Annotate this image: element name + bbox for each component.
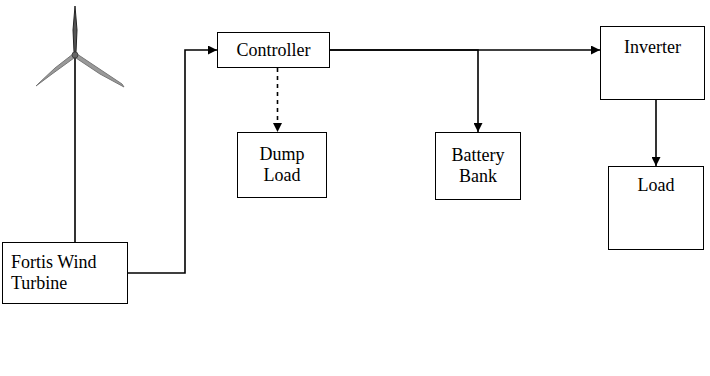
turbine-mast (74, 52, 76, 242)
turbine-figure (36, 6, 124, 242)
flow-arrow (330, 50, 478, 132)
box-label: Load (638, 175, 675, 196)
turbine-hub (72, 52, 78, 58)
process-box: Load (608, 166, 704, 250)
process-box: Controller (217, 32, 330, 68)
process-box: Inverter (600, 26, 705, 100)
process-box: Battery Bank (435, 132, 521, 200)
box-label: Battery Bank (442, 145, 514, 186)
turbine-blade (73, 6, 77, 52)
flow-arrow (277, 68, 279, 132)
turbine-blade (36, 54, 74, 86)
flow-arrow (655, 100, 657, 166)
box-label: Fortis Wind Turbine (11, 252, 119, 293)
flow-arrow (330, 49, 600, 51)
box-label: Dump Load (244, 144, 320, 185)
box-label: Controller (237, 40, 311, 61)
process-box: Dump Load (237, 132, 327, 198)
box-label: Inverter (624, 37, 681, 58)
process-box: Fortis Wind Turbine (2, 242, 128, 304)
turbine-blade (76, 54, 124, 87)
flow-arrow (128, 50, 217, 273)
